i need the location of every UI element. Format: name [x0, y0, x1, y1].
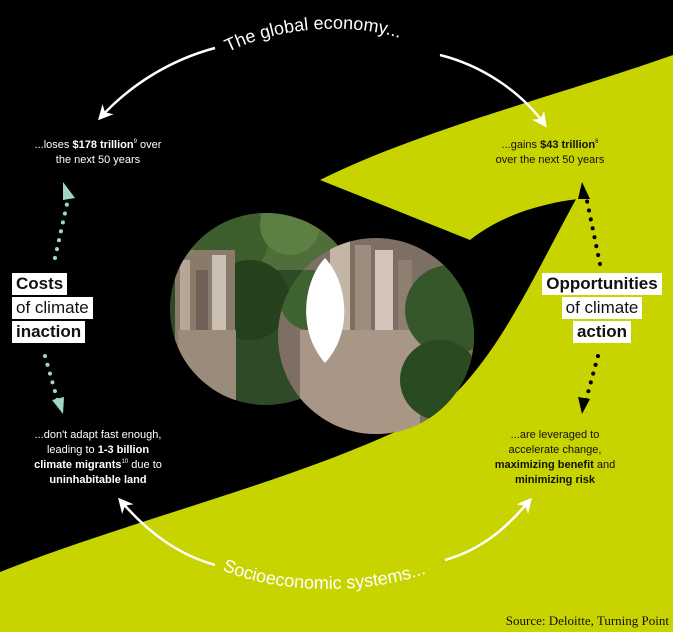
dotted-arrow-left-down-head: [52, 397, 64, 414]
opportunities-bottom-text: ...are leveraged to accelerate change, m…: [494, 429, 616, 486]
opportunities-top-text: ...gains $43 trillion8 over the next 50 …: [495, 139, 605, 166]
dotted-arrow-left-up: [53, 193, 71, 260]
dotted-arrow-right-down: [584, 354, 600, 402]
source-caption: Source: Deloitte, Turning Point: [505, 613, 669, 628]
costs-heading: Costs of climate inaction: [12, 272, 93, 344]
arrow-top-right: [439, 53, 547, 128]
dotted-arrow-right-down-head: [578, 397, 590, 414]
opportunities-heading: Opportunities of climate action: [532, 272, 672, 344]
arrow-bottom-left: [118, 497, 216, 567]
center-lens: [306, 258, 345, 363]
arrow-bottom-right: [444, 497, 532, 562]
lime-region: [0, 55, 673, 632]
arrow-top-left: [97, 46, 216, 121]
costs-top-text: ...loses $178 trillion9 over the next 50…: [34, 139, 162, 166]
dotted-arrow-left-down: [43, 354, 60, 404]
dotted-arrow-left-up-head: [63, 182, 75, 200]
dotted-arrow-right-up-head: [578, 182, 590, 199]
costs-bottom-text: ...don't adapt fast enough, leading to 1…: [34, 429, 162, 486]
dotted-arrow-right-up: [584, 194, 602, 266]
